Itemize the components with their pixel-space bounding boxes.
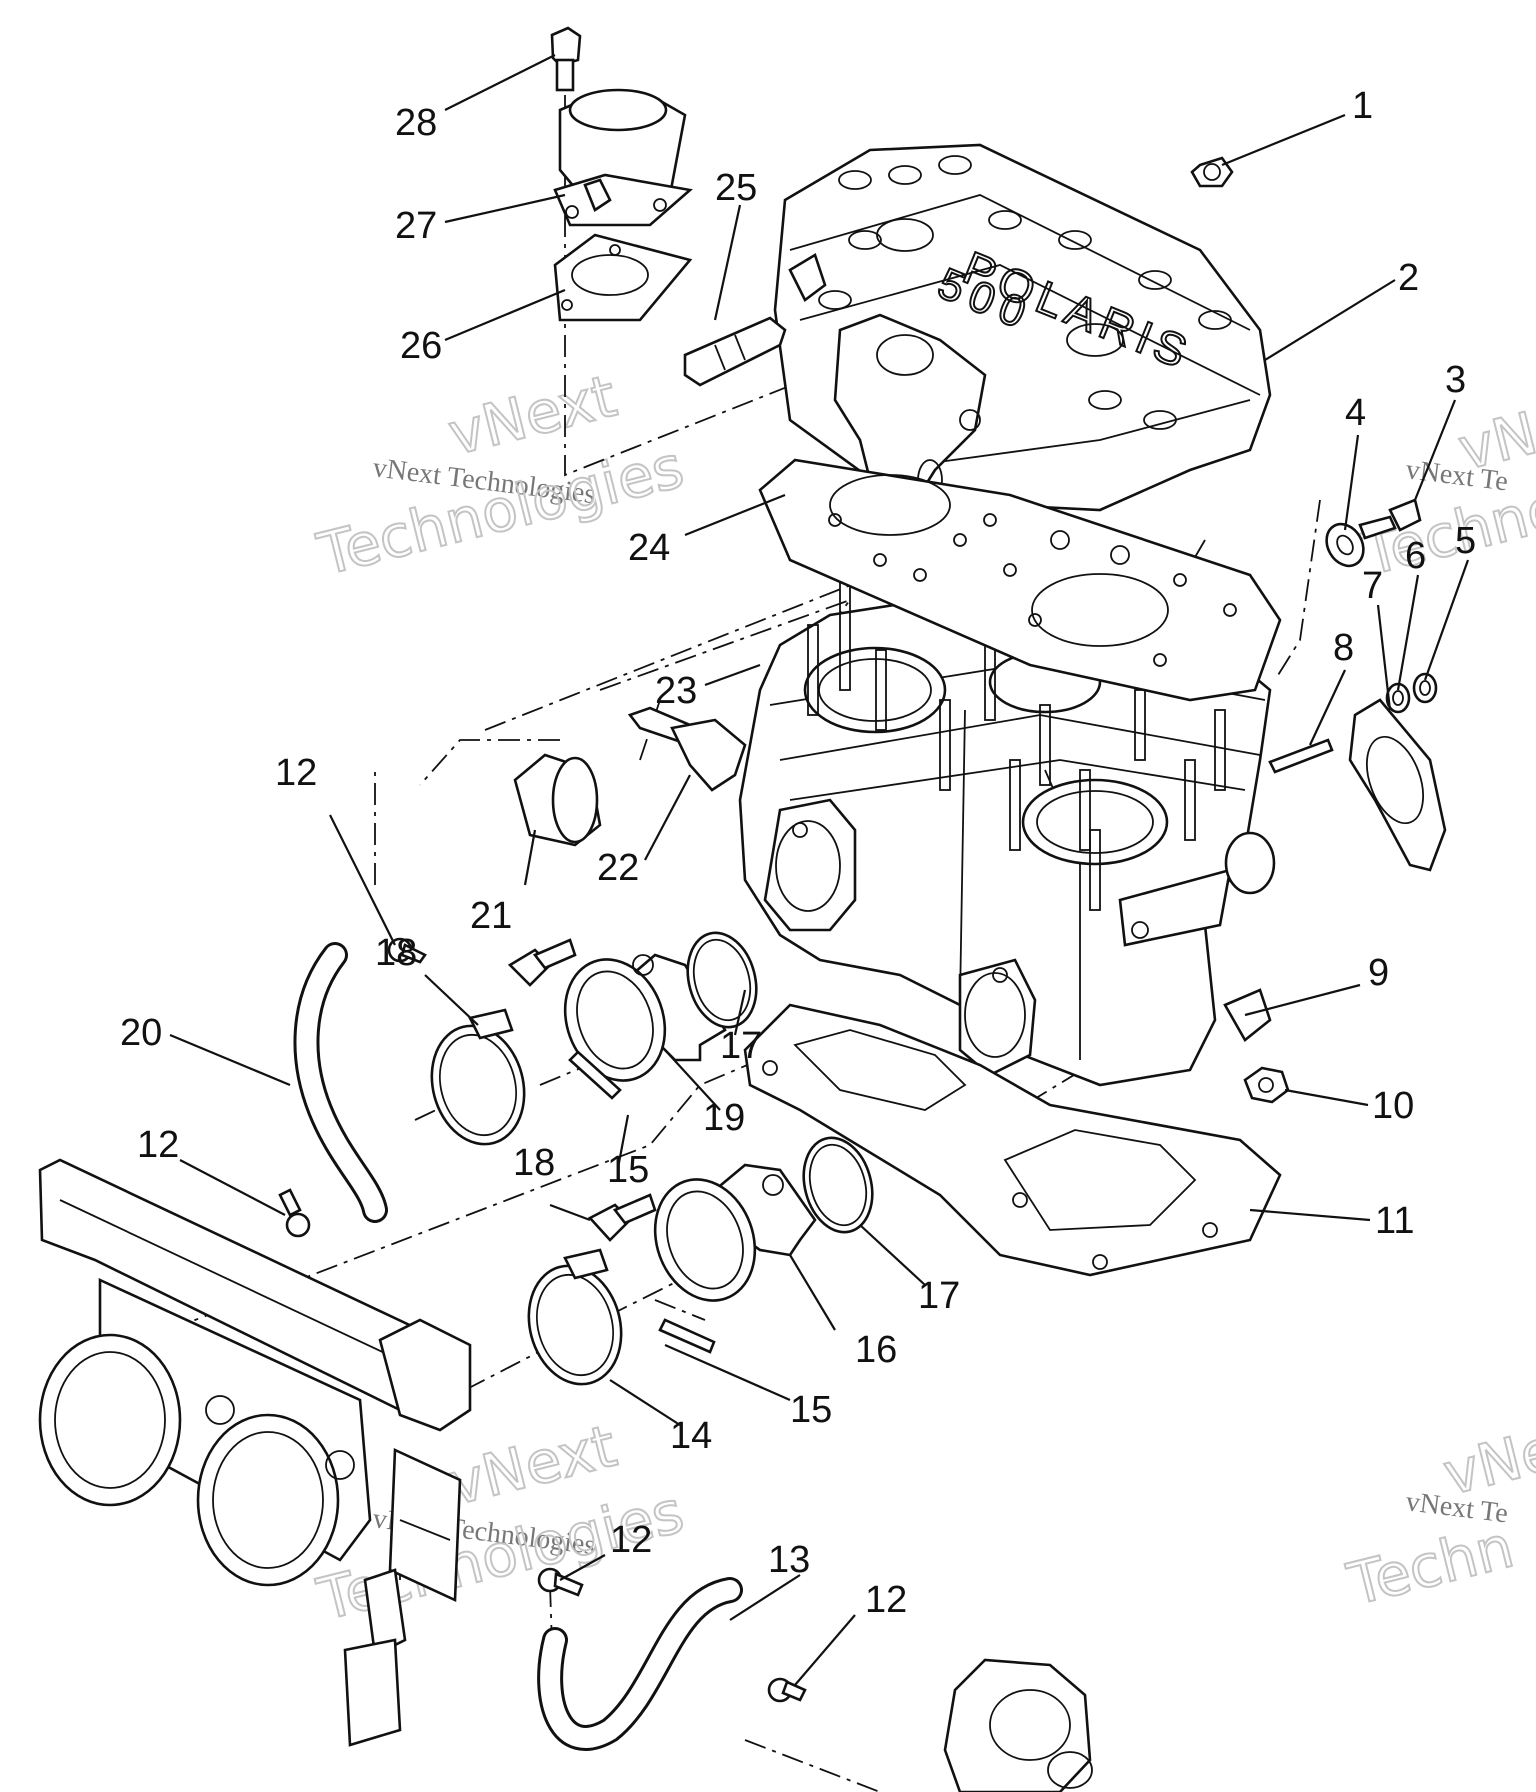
callout-8: 8: [1333, 627, 1354, 669]
callout-2: 2: [1398, 257, 1419, 299]
callout-12-mid: 12: [137, 1124, 179, 1166]
callout-13: 13: [768, 1539, 810, 1581]
callout-18-lower: 18: [513, 1142, 555, 1184]
intake-boot-16: [653, 1163, 817, 1302]
watermark-right-lower: vNe vNext Te Techn: [1340, 1414, 1536, 1620]
callout-18-upper: 18: [375, 932, 417, 974]
callout-7: 7: [1362, 565, 1383, 607]
callout-25: 25: [715, 167, 757, 209]
stud-8: [1268, 738, 1334, 774]
bolt-3: [1358, 498, 1422, 540]
temperature-sender-22: [627, 706, 747, 792]
hose-20: [293, 942, 388, 1223]
callout-12-lower-left: 12: [610, 1519, 652, 1561]
callout-12-lower-right: 12: [865, 1579, 907, 1621]
callout-26: 26: [400, 325, 442, 367]
bolt-28: [550, 26, 582, 67]
callout-24: 24: [628, 527, 670, 569]
callout-17-upper: 17: [720, 1025, 762, 1067]
thermostat-gasket: [553, 233, 693, 322]
clamp-14: [527, 1248, 623, 1386]
callout-27: 27: [395, 205, 437, 247]
clamp-12-mid: [278, 1188, 311, 1238]
callout-22: 22: [597, 847, 639, 889]
temperature-sensor-25: [683, 316, 787, 387]
callout-17-lower: 17: [918, 1275, 960, 1317]
nut-10: [1243, 1066, 1290, 1104]
cylinder-head: POLARIS 500: [773, 143, 1272, 512]
callout-5: 5: [1455, 520, 1476, 562]
screw-15-lower: [658, 1318, 716, 1354]
washer-4: [1325, 522, 1365, 568]
callout-15-upper: 15: [607, 1149, 649, 1191]
washer-6: [1385, 682, 1411, 714]
cylinder-block: [738, 569, 1276, 1087]
callout-23: 23: [655, 670, 697, 712]
bolt-18-lower: [587, 1193, 657, 1242]
screw-15-upper: [568, 1050, 622, 1100]
callout-19: 19: [703, 1097, 745, 1139]
callout-numbers: 1 2 3 4 5 6 7 8 9 10 11 12 12 12 12 13 1…: [120, 85, 1476, 1621]
callout-28: 28: [395, 102, 437, 144]
nut-5: [1412, 672, 1438, 704]
callout-15-lower: 15: [790, 1389, 832, 1431]
clamp-12-lower-right: [767, 1677, 807, 1703]
callout-10: 10: [1372, 1085, 1414, 1127]
o-ring-17-lower: [802, 1136, 874, 1234]
callout-4: 4: [1345, 392, 1366, 434]
callout-14: 14: [670, 1415, 712, 1457]
callout-1: 1: [1352, 85, 1373, 127]
o-ring-17-upper: [686, 931, 758, 1029]
throttle-body-assembly: [38, 1158, 472, 1747]
callout-6: 6: [1405, 535, 1426, 577]
thermostat-cover: [550, 26, 693, 322]
callout-16: 16: [855, 1329, 897, 1371]
exhaust-gasket: [743, 1003, 1282, 1277]
bolt-18-upper: [507, 938, 577, 987]
callout-11: 11: [1375, 1200, 1414, 1242]
hose-13: [537, 1577, 743, 1751]
callout-9: 9: [1368, 952, 1389, 994]
callout-3: 3: [1445, 359, 1466, 401]
water-pump-housing: [943, 1658, 1093, 1792]
clamp-12-upper: [387, 937, 427, 964]
exhaust-flange-gasket-7: [1348, 698, 1447, 872]
callout-12-upper: 12: [275, 752, 317, 794]
callout-21: 21: [470, 895, 512, 937]
intake-boot-19: [563, 953, 727, 1082]
callout-20: 20: [120, 1012, 162, 1054]
clamp-18: [430, 1008, 526, 1146]
plug-21: [513, 753, 602, 847]
leader-lines: [169, 54, 1470, 1686]
watermark-technologies: Techn: [1341, 1512, 1520, 1619]
head-gasket: [758, 458, 1282, 702]
